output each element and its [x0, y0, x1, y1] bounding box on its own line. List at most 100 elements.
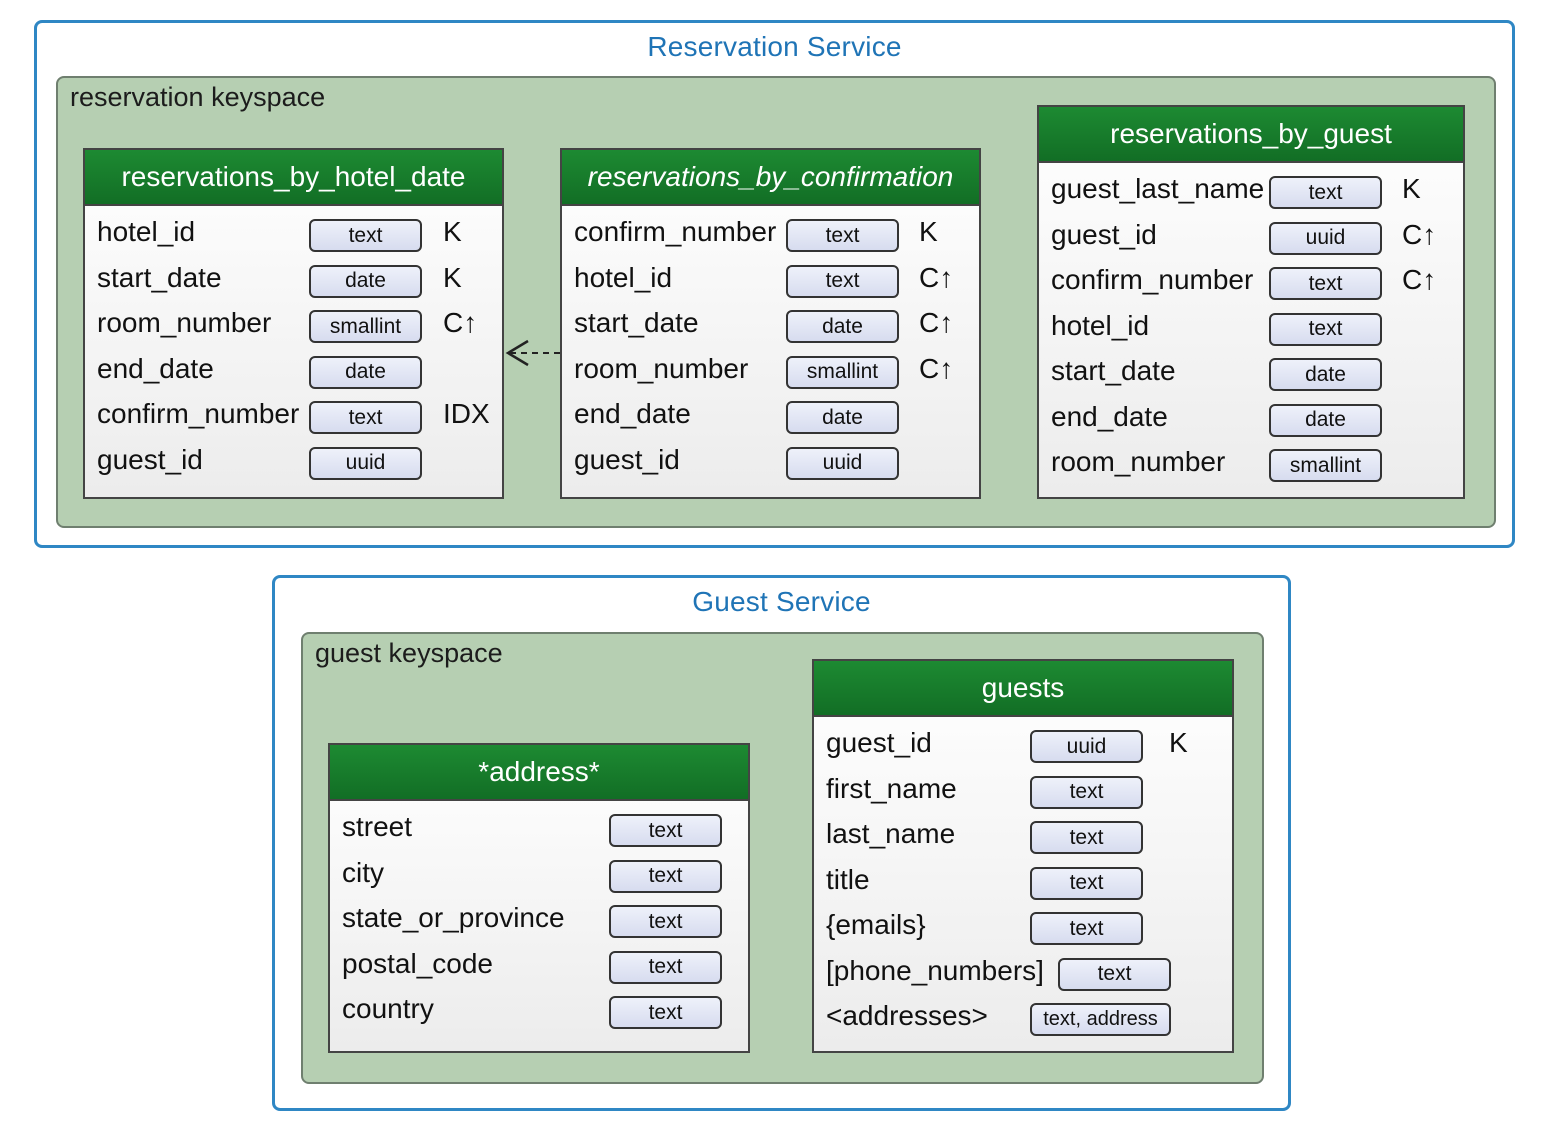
- column-type-badge: text: [309, 219, 422, 252]
- column-name: room_number: [97, 307, 272, 338]
- column-name: guest_last_name: [1051, 173, 1265, 204]
- column-name: <addresses>: [826, 1000, 988, 1031]
- column-type-badge: text: [1058, 957, 1171, 991]
- column-type-badge: date: [309, 355, 422, 389]
- column-name: start_date: [574, 307, 699, 338]
- column-name: start_date: [1051, 355, 1176, 386]
- column-name: first_name: [826, 772, 957, 804]
- column-type-badge: smallint: [786, 355, 899, 389]
- column-row-room-number: room_number smallint: [1039, 440, 1463, 486]
- column-type-badge: text: [609, 905, 722, 938]
- column-name: guest_id: [826, 727, 932, 758]
- column-type-badge: text: [609, 859, 722, 893]
- column-row-start-date: start_date date K: [85, 256, 502, 302]
- table-name: reservations_by_hotel_date: [85, 150, 502, 206]
- column-name: guest_id: [97, 443, 203, 475]
- column-key-marker: K: [1402, 173, 1421, 204]
- column-type-badge: uuid: [1269, 221, 1382, 255]
- table-name: guests: [814, 661, 1232, 717]
- column-type-badge: date: [1269, 403, 1382, 437]
- column-type-badge: date: [1269, 358, 1382, 391]
- column-row-hotel-id: hotel_id text K: [85, 210, 502, 256]
- column-name: title: [826, 863, 870, 895]
- table-name: *address*: [330, 745, 748, 801]
- column-type-badge: text: [1030, 912, 1143, 945]
- column-name: street: [342, 811, 413, 842]
- column-type-badge: text: [1269, 267, 1382, 300]
- column-name: guest_id: [574, 443, 680, 475]
- column-type-badge: uuid: [1030, 730, 1143, 763]
- column-key-marker: K: [443, 216, 462, 247]
- column-row-room-number: room_number smallint C↑: [85, 301, 502, 347]
- column-type-badge: text: [786, 219, 899, 252]
- column-type-badge: smallint: [1269, 449, 1382, 482]
- column-name: hotel_id: [574, 261, 673, 293]
- column-key-marker: C↑: [443, 307, 478, 338]
- column-row-last-name: last_name text: [814, 812, 1232, 858]
- column-row-confirm-number: confirm_number text C↑: [1039, 258, 1463, 304]
- column-name: hotel_id: [97, 216, 196, 247]
- column-type-badge: smallint: [309, 310, 422, 343]
- column-name: last_name: [826, 818, 956, 849]
- table-name: reservations_by_confirmation: [562, 150, 979, 206]
- column-name: confirm_number: [1051, 264, 1254, 295]
- reservation-keyspace-title: reservation keyspace: [70, 82, 326, 112]
- reservation-service-title: Reservation Service: [647, 31, 902, 62]
- materialized-view-arrow: [505, 339, 560, 367]
- arrow-head: [505, 339, 529, 367]
- column-name: {emails}: [826, 909, 926, 940]
- column-key-marker: K: [1169, 727, 1188, 758]
- column-row-emails: {emails} text: [814, 903, 1232, 949]
- column-name: confirm_number: [574, 216, 777, 247]
- column-type-badge: uuid: [786, 446, 899, 480]
- column-row-guest-id: guest_id uuid: [85, 438, 502, 484]
- column-name: guest_id: [1051, 218, 1157, 250]
- column-row-start-date: start_date date: [1039, 349, 1463, 395]
- guest-service-title: Guest Service: [692, 586, 871, 617]
- column-name: room_number: [574, 352, 749, 384]
- column-name: room_number: [1051, 446, 1226, 477]
- column-name: start_date: [97, 261, 222, 293]
- column-type-badge: date: [309, 264, 422, 298]
- column-name: state_or_province: [342, 902, 565, 933]
- column-row-guest-id: guest_id uuid: [562, 438, 979, 484]
- column-type-badge: uuid: [309, 446, 422, 480]
- column-name: city: [342, 856, 384, 888]
- column-name: [phone_numbers]: [826, 954, 1044, 986]
- column-row-title: title text: [814, 858, 1232, 904]
- column-row-guest-id: guest_id uuid K: [814, 721, 1232, 767]
- column-name: confirm_number: [97, 398, 300, 429]
- column-key-marker: K: [919, 216, 938, 247]
- column-row-phone-numbers: [phone_numbers] text: [814, 949, 1232, 995]
- column-type-badge: text: [609, 950, 722, 984]
- column-name: end_date: [574, 398, 691, 429]
- column-name: end_date: [97, 352, 214, 384]
- column-type-badge: text: [609, 996, 722, 1029]
- column-row-city: city text: [330, 851, 748, 897]
- column-type-badge: text: [309, 401, 422, 434]
- column-row-state-or-province: state_or_province text: [330, 896, 748, 942]
- column-key-marker: K: [443, 261, 462, 293]
- column-type-badge: text: [1030, 821, 1143, 854]
- column-type-badge: text: [1030, 866, 1143, 900]
- column-key-marker: C↑: [1402, 264, 1437, 295]
